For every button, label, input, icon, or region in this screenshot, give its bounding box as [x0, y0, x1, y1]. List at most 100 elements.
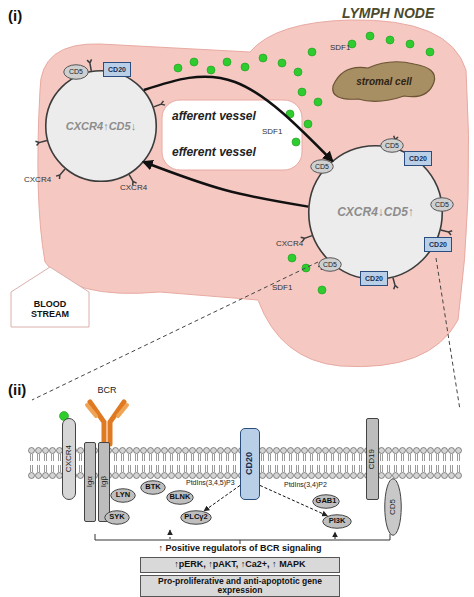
- kinase-bubble-body: [141, 481, 166, 495]
- sdf1-dot: [278, 59, 286, 67]
- ig-alpha-text: Igα: [86, 476, 95, 487]
- b-cell: CXCR4↑CD5↓CD5CD20: [45, 70, 157, 182]
- bracket: [95, 534, 390, 544]
- connector-arrow: [144, 77, 332, 161]
- receptor-label: CXCR4: [276, 240, 303, 249]
- cd5-marker-text: CD5: [323, 261, 337, 269]
- cxcr4-receptor-text: CXCR4: [65, 445, 74, 472]
- cxcr4-receptor: CXCR4: [62, 418, 76, 500]
- cd19-receptor: CD19: [366, 418, 379, 500]
- heavy-chain: [90, 402, 124, 444]
- vessel-gap: [162, 100, 302, 170]
- cd5-marker-text: CD5: [69, 68, 83, 76]
- kinase-bubble-text: PLCγ2: [184, 513, 207, 521]
- cd5-marker: CD5: [380, 138, 404, 153]
- sdf1-dot: [318, 286, 326, 294]
- outcome-box-text: Pro-proliferative and anti-apoptotic gen…: [143, 577, 337, 596]
- sdf1-dot: [190, 58, 198, 66]
- arrow-shape: [11, 267, 89, 327]
- lymph-node-tissue: [38, 20, 469, 367]
- kinase-bubble-text: LYN: [116, 491, 130, 499]
- receptor-spike: [56, 169, 65, 179]
- activation-arrow: [335, 532, 336, 539]
- chemokine-label: SDF1: [262, 128, 282, 137]
- cd5-marker-text: CD5: [435, 201, 449, 209]
- cd5-marker-body: [381, 139, 404, 153]
- signal-box-text: ↑pERK, ↑pAKT, ↑Ca2+, ↑ MAPK: [174, 560, 305, 570]
- chemokine-label: SDF1: [330, 44, 350, 53]
- b-cell: CXCR4↓CD5↑CD5CD5CD5CD5CD20CD20CD20: [308, 145, 443, 280]
- kinase-bubble: GAB1: [312, 494, 340, 509]
- lipid-label: PtdIns(3,4)P2: [284, 481, 327, 489]
- kinase-bubble-body: [105, 511, 130, 525]
- cd5-marker: CD5: [310, 159, 334, 174]
- b-cell-text: CXCR4↓CD5↑: [337, 206, 414, 219]
- bcr-receptor-text: BCR: [97, 386, 116, 396]
- cd20-protein: CD20: [240, 428, 260, 500]
- blood-stream-arrow-text: BLOOD STREAM: [25, 300, 75, 320]
- cd19-receptor-text: CD19: [368, 449, 377, 469]
- kinase-bubble: PLCγ2: [180, 510, 212, 525]
- sdf1-dot: [207, 66, 215, 74]
- chemokine-label: SDF1: [272, 284, 292, 293]
- sdf1-dot: [426, 48, 434, 56]
- b-cell-body: [46, 71, 157, 182]
- region-title: LYMPH NODE: [342, 6, 434, 21]
- cd5-marker-text: CD5: [385, 142, 399, 150]
- lipid-label: PtdIns(3,4,5)P3: [186, 479, 235, 487]
- vessel-label: efferent vessel: [172, 146, 256, 159]
- receptor-spike: [393, 278, 398, 290]
- panel-label: (ii): [8, 382, 26, 399]
- sdf1-dot: [288, 254, 296, 262]
- kinase-bubble: BTK: [140, 480, 166, 495]
- kinase-bubble-text: GAB1: [316, 497, 337, 505]
- cd20-protein-text: CD20: [245, 452, 255, 475]
- bcr-receptor: BCR: [84, 386, 130, 444]
- stromal-body: [333, 62, 435, 102]
- cd5-protein-body: [385, 479, 402, 536]
- ig-beta-text: Igβ: [100, 476, 109, 487]
- cd5-marker-body: [319, 258, 342, 272]
- activation-arrow: [170, 530, 171, 539]
- sdf1-dot: [304, 120, 312, 128]
- sdf1-dot: [386, 36, 394, 44]
- outcome-box: Pro-proliferative and anti-apoptotic gen…: [140, 575, 340, 597]
- cd20-marker: CD20: [103, 62, 131, 77]
- sdf1-dot: [294, 68, 302, 76]
- cd5-marker-body: [431, 198, 454, 212]
- cd20-marker-text: CD20: [365, 275, 383, 283]
- kinase-bubble-body: [111, 489, 136, 503]
- ig-beta: Igβ: [98, 442, 110, 522]
- sdf1-dot: [292, 138, 300, 146]
- sdf1-dot: [174, 64, 182, 72]
- b-cell-body: [309, 146, 443, 280]
- receptor-label: CXCR4: [24, 176, 51, 185]
- pathway-note: ↑ Positive regulators of BCR signaling: [90, 544, 390, 554]
- cd20-marker: CD20: [404, 151, 432, 166]
- sdf1-dot: [298, 88, 306, 96]
- cd5-marker: CD5: [63, 64, 89, 80]
- blood-stream-arrow: BLOOD STREAM: [10, 266, 90, 328]
- cd5-marker: CD5: [318, 257, 342, 272]
- vessel-label: afferent vessel: [172, 110, 256, 123]
- cd20-marker-text: CD20: [409, 155, 427, 163]
- cd5-marker-body: [311, 160, 334, 174]
- signal-box: ↑pERK, ↑pAKT, ↑Ca2+, ↑ MAPK: [140, 557, 340, 573]
- cd20-marker-text: CD20: [108, 66, 126, 74]
- sdf1-dot: [308, 48, 316, 56]
- sdf1-dot: [241, 63, 249, 71]
- sdf1-dot: [223, 58, 231, 66]
- panel-label: (i): [8, 8, 22, 25]
- connector-arrow: [144, 162, 308, 207]
- sdf1-dot: [286, 110, 294, 118]
- cd5-marker: CD5: [430, 197, 454, 212]
- zoom-leader: [436, 258, 460, 410]
- kinase-bubble-body: [313, 495, 340, 509]
- b-cell-text: CXCR4↑CD5↓: [66, 120, 136, 132]
- kinase-bubble: LYN: [110, 488, 136, 503]
- receptor-spike: [35, 140, 47, 145]
- cd5-marker-text: CD5: [315, 163, 329, 171]
- kinase-bubble-body: [181, 511, 212, 525]
- cd5-protein: CD5: [384, 478, 402, 536]
- kinase-bubble-text: PI3K: [329, 517, 346, 525]
